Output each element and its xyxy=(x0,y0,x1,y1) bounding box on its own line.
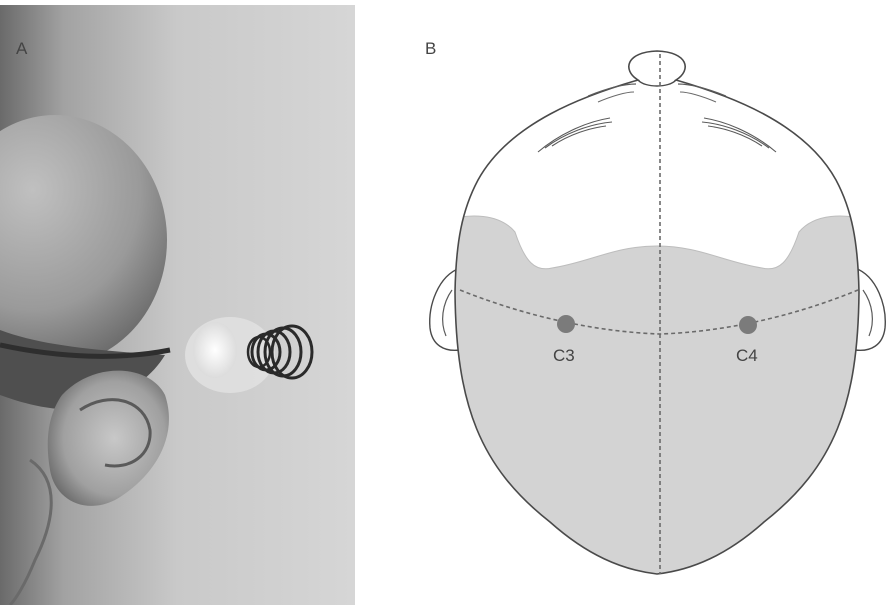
head-diagram-panel-b: B C3 C4 xyxy=(425,39,885,600)
electrode-label-c3: C3 xyxy=(553,346,575,365)
panel-label-a: A xyxy=(16,39,28,58)
electrode-c3 xyxy=(557,315,575,333)
photo-panel-a: A xyxy=(0,5,355,605)
shaded-region xyxy=(440,216,874,600)
electrode-c4 xyxy=(739,316,757,334)
electrode-label-c4: C4 xyxy=(736,346,758,365)
panel-label-b: B xyxy=(425,39,436,58)
right-ear xyxy=(855,268,885,350)
